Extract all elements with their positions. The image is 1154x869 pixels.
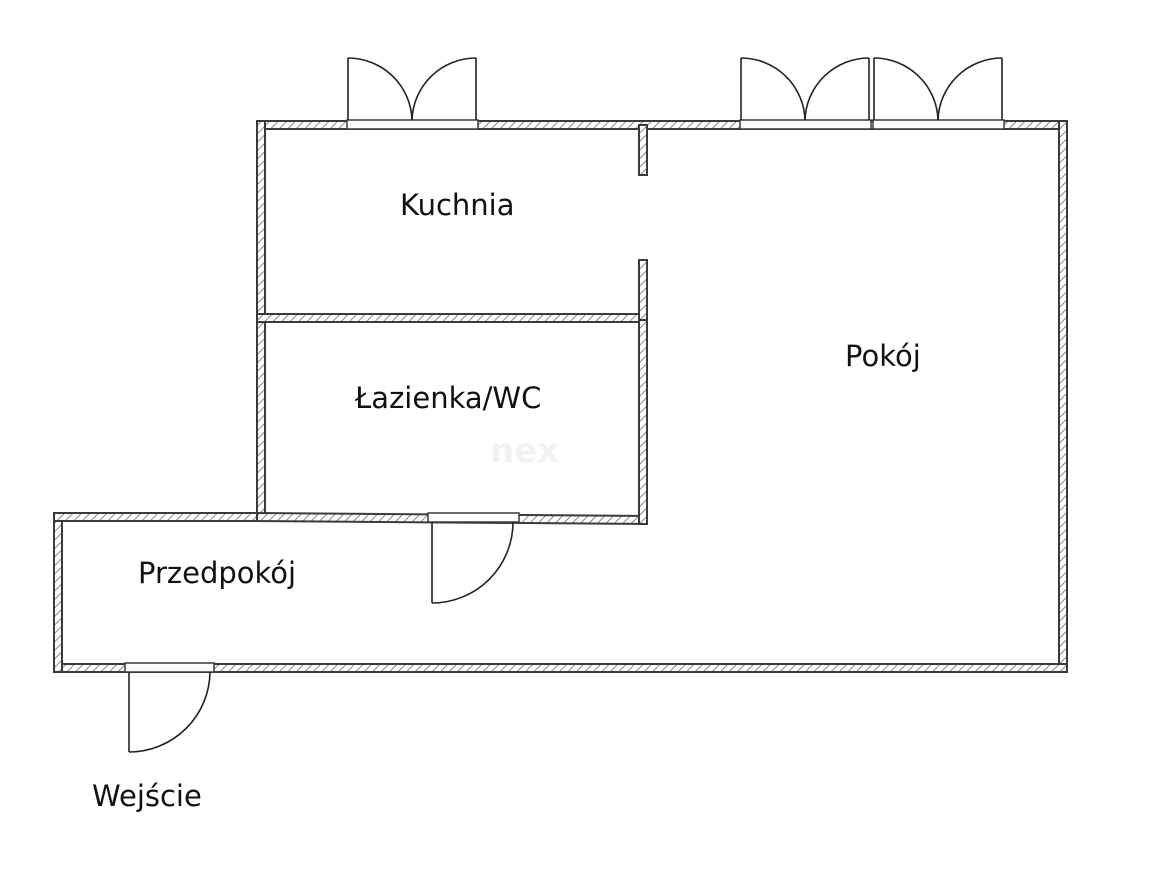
living-balcony-opening-1 (739, 119, 872, 130)
kitchen-balcony-opening (346, 119, 479, 130)
wall-right (1058, 120, 1068, 673)
label-bathroom: Łazienka/WC (354, 381, 541, 415)
entrance-door-opening (124, 662, 215, 673)
label-living-room: Pokój (845, 339, 921, 373)
wall-top-hallway (53, 512, 266, 522)
wall-kitchen-bathroom (256, 313, 648, 323)
wall-left-hallway (53, 512, 63, 673)
wall-kitchen-living-upper (638, 124, 648, 176)
watermark-logo: nex (490, 431, 559, 471)
living-balcony-door-2-icon (873, 57, 1003, 121)
kitchen-balcony-door-icon (347, 57, 477, 121)
label-kitchen: Kuchnia (400, 188, 515, 222)
label-hallway: Przedpokój (138, 556, 296, 590)
bathroom-door-opening (427, 512, 520, 523)
wall-kitchen-living-lower (638, 259, 648, 321)
living-balcony-door-1-icon (740, 57, 870, 121)
label-entrance: Wejście (92, 779, 202, 813)
wall-bathroom-living (638, 317, 648, 525)
inner-walls (256, 124, 648, 526)
room-labels: Kuchnia Pokój Łazienka/WC Przedpokój Wej… (92, 188, 921, 813)
entrance-door-icon (128, 671, 211, 753)
doors (128, 57, 1003, 753)
bathroom-door-icon (431, 521, 514, 604)
living-balcony-opening-2 (872, 119, 1005, 130)
